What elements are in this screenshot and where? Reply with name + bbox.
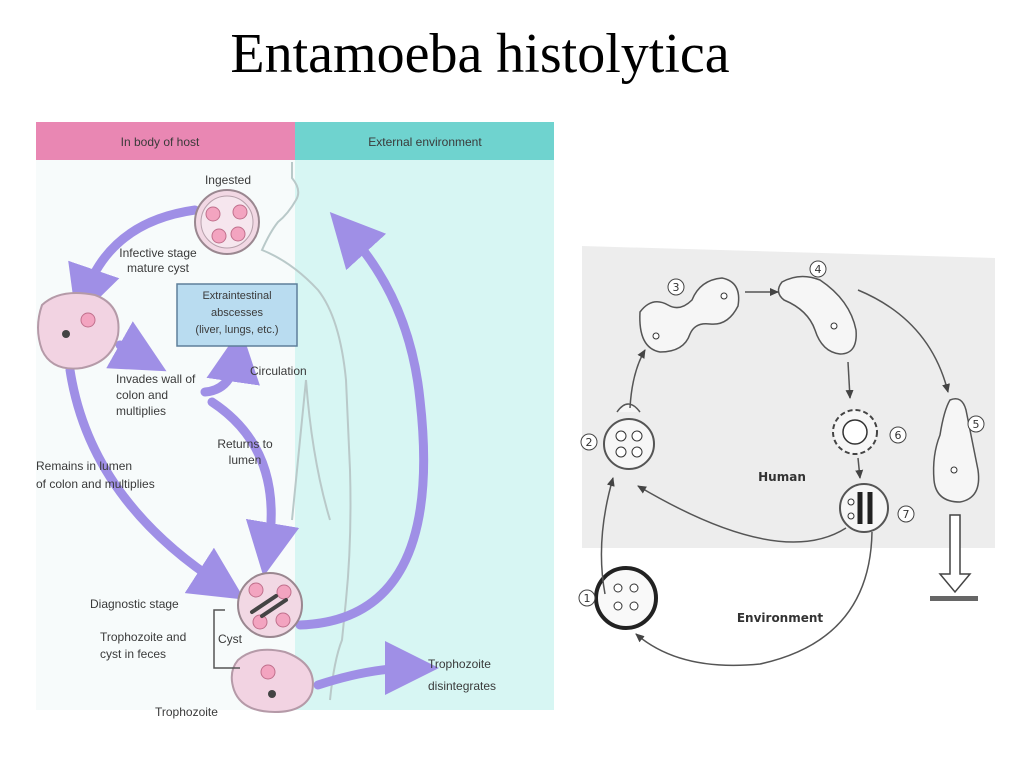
stage-4-number: 4 [815, 263, 822, 276]
human-label: Human [758, 470, 806, 484]
stage-6-number: 6 [895, 429, 902, 442]
invades-wall-line-1: Invades wall of [116, 372, 196, 386]
ingested-label: Ingested [205, 173, 251, 187]
feces-trophozoite-icon [230, 648, 314, 714]
arrow-cyst-to-environment [295, 212, 429, 630]
stage-2-number: 2 [586, 436, 593, 449]
environment-header-label: External environment [368, 135, 482, 149]
extraintestinal-line-2: abscesses [211, 307, 263, 319]
remains-in-lumen-line-2: of colon and multiplies [36, 477, 155, 491]
arrow-invades-wall [106, 321, 167, 372]
extraintestinal-line-1: Extraintestinal [202, 290, 271, 302]
extraintestinal-abscess-box [176, 283, 298, 347]
troph-disintegrates-line-2: disintegrates [428, 679, 496, 693]
host-header-label: In body of host [121, 135, 200, 149]
environment-zone [582, 548, 995, 696]
stage-5-trophozoite [932, 398, 980, 503]
stage-6-precyst [832, 409, 878, 455]
environment-header [295, 122, 554, 160]
troph-disintegrates-line-1: Trophozoite [428, 657, 491, 671]
invades-wall-line-2: colon and [116, 388, 168, 402]
trophozoite-icon [37, 292, 120, 370]
stage-3-number: 3 [673, 281, 680, 294]
cutoff-trophozoite-label: Trophozoite [155, 705, 218, 719]
life-cycle-arrows [65, 205, 439, 696]
cyst-label: Cyst [218, 632, 243, 646]
remains-in-lumen-line-1: Remains in lumen [36, 459, 132, 473]
ground-bar [930, 596, 978, 601]
slide-title: Entamoeba histolytica [230, 23, 730, 85]
disintegrate-arrow [938, 514, 972, 594]
arrow-returns-to-lumen [207, 397, 300, 577]
stage-1-mature-cyst [594, 566, 658, 630]
circulation-label: Circulation [250, 364, 307, 378]
host-header [36, 122, 295, 160]
arrow-trophozoite-disintegrates [313, 641, 439, 696]
right-life-cycle-diagram: 3 4 5 2 6 7 1 Human Environment [578, 246, 995, 696]
infective-stage-line-1: Infective stage [119, 246, 197, 260]
infective-stage-line-2: mature cyst [127, 261, 190, 275]
extraintestinal-line-3: (liver, lungs, etc.) [195, 324, 278, 336]
arrow-ingested-to-trophozoite [68, 205, 200, 321]
stage-2-excysting-cyst [603, 403, 655, 470]
stage-7-cyst [839, 483, 889, 533]
invades-wall-line-3: multiplies [116, 404, 166, 418]
stage-5-number: 5 [973, 418, 980, 431]
stage-number-markers [578, 260, 985, 607]
stage-4-trophozoite [777, 275, 857, 355]
stage-1-number: 1 [584, 592, 591, 605]
human-silhouette [260, 162, 352, 701]
troph-and-cyst-line-1: Trophozoite and [100, 630, 186, 644]
stage-3-dividing-trophozoite [639, 277, 740, 353]
left-life-cycle-diagram: In body of host External environment [36, 122, 554, 719]
cycle-arrows [600, 288, 950, 667]
diagnostic-stage-label: Diagnostic stage [90, 597, 179, 611]
troph-and-cyst-line-2: cyst in feces [100, 647, 166, 661]
arm-outline [291, 379, 331, 521]
feces-bracket [213, 609, 240, 669]
environment-label: Environment [737, 611, 824, 625]
arrow-remains-in-lumen [65, 365, 245, 600]
stage-7-number: 7 [903, 508, 910, 521]
arrow-to-abscesses [200, 328, 260, 397]
ingested-cyst-icon [194, 189, 260, 255]
diagnostic-cyst-icon [237, 572, 303, 638]
returns-to-lumen-line-1: Returns to [217, 437, 273, 451]
returns-to-lumen-line-2: lumen [229, 453, 262, 467]
